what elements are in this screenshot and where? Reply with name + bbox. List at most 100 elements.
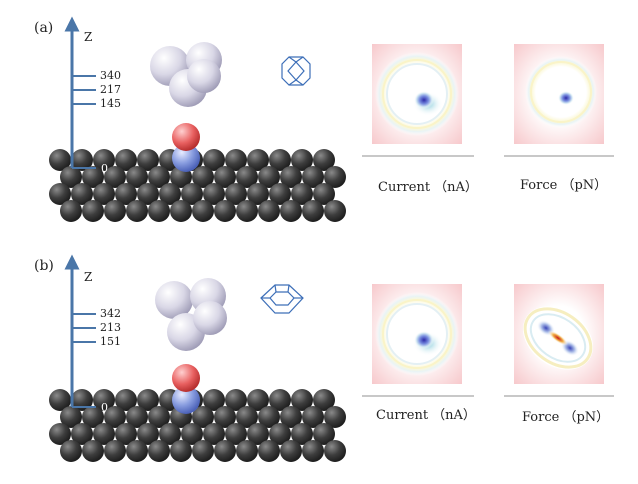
- substrate-atom: [313, 389, 335, 411]
- z-axis-label-b: Z: [84, 270, 93, 284]
- substrate-atom: [148, 200, 170, 222]
- tick-label-a-1: 340: [100, 69, 121, 82]
- force-caption-a: Force （pN）: [520, 178, 608, 193]
- substrate-atom: [236, 166, 258, 188]
- tip-molecule-a: [172, 123, 200, 172]
- substrate-atom: [159, 423, 181, 445]
- substrate-atom: [225, 423, 247, 445]
- substrate-atom: [82, 166, 104, 188]
- panel-label-b: (b): [34, 258, 54, 274]
- tick-label-b-2: 213: [100, 321, 121, 334]
- current-caption-b: Current （nA）: [376, 408, 476, 423]
- current-caption-a: Current （nA）: [378, 180, 478, 195]
- substrate-atom: [203, 149, 225, 171]
- tick-label-a-3: 145: [100, 97, 121, 110]
- molecule-b: [155, 278, 227, 351]
- tick-label-a-2: 217: [100, 83, 121, 96]
- substrate-atom: [115, 149, 137, 171]
- substrate-b: [49, 389, 346, 462]
- substrate-atom: [269, 389, 291, 411]
- substrate-atom: [148, 406, 170, 428]
- substrate-atom: [71, 149, 93, 171]
- substrate-atom: [203, 183, 225, 205]
- substrate-atom: [313, 183, 335, 205]
- substrate-atom: [192, 440, 214, 462]
- substrate-atom: [159, 183, 181, 205]
- substrate-atom: [181, 183, 203, 205]
- substrate-atom: [247, 183, 269, 205]
- substrate-atom: [236, 406, 258, 428]
- substrate-atom: [71, 183, 93, 205]
- substrate-atom: [203, 423, 225, 445]
- substrate-atom: [126, 406, 148, 428]
- substrate-atom: [93, 389, 115, 411]
- force-map-b: [504, 284, 614, 397]
- substrate-atom: [71, 389, 93, 411]
- force-map-a: [504, 44, 614, 157]
- substrate-atom: [269, 423, 291, 445]
- substrate-atom: [170, 200, 192, 222]
- substrate-atom: [104, 166, 126, 188]
- current-map-b: [362, 284, 474, 397]
- substrate-atom: [214, 406, 236, 428]
- molecule-a: [150, 42, 222, 107]
- substrate-atom: [258, 406, 280, 428]
- substrate-atom: [225, 149, 247, 171]
- substrate-atom: [214, 200, 236, 222]
- substrate-atom: [192, 200, 214, 222]
- substrate-atom: [324, 166, 346, 188]
- substrate-atom: [115, 423, 137, 445]
- structure-icon-b: [260, 284, 304, 314]
- substrate-atom: [82, 406, 104, 428]
- substrate-atom: [49, 389, 71, 411]
- substrate-atom: [291, 149, 313, 171]
- substrate-atom: [71, 423, 93, 445]
- panel-label-a: (a): [34, 20, 54, 36]
- substrate-atom: [225, 389, 247, 411]
- substrate-atom: [302, 406, 324, 428]
- substrate-atom: [137, 389, 159, 411]
- substrate-atom: [126, 440, 148, 462]
- structure-icon-a: [281, 56, 311, 86]
- substrate-atom: [104, 200, 126, 222]
- tick-label-a-0: 0: [101, 162, 108, 175]
- substrate-atom: [236, 440, 258, 462]
- substrate-atom: [280, 166, 302, 188]
- tip-molecule-b: [172, 364, 200, 414]
- current-map-a: [362, 44, 474, 157]
- tick-label-b-1: 342: [100, 307, 121, 320]
- substrate-atom: [170, 440, 192, 462]
- substrate-atom: [280, 440, 302, 462]
- substrate-atom: [137, 149, 159, 171]
- z-axis-b: [64, 254, 96, 408]
- substrate-atom: [324, 406, 346, 428]
- substrate-atom: [247, 389, 269, 411]
- substrate-atom: [104, 406, 126, 428]
- substrate-atom: [49, 423, 71, 445]
- substrate-atom: [302, 200, 324, 222]
- substrate-atom: [247, 149, 269, 171]
- substrate-atom: [302, 440, 324, 462]
- substrate-atom: [126, 166, 148, 188]
- substrate-atom: [280, 200, 302, 222]
- substrate-atom: [60, 406, 82, 428]
- substrate-atom: [60, 166, 82, 188]
- substrate-atom: [148, 166, 170, 188]
- substrate-atom: [258, 200, 280, 222]
- z-axis-a: [64, 16, 96, 169]
- substrate-atom: [49, 183, 71, 205]
- substrate-atom: [137, 183, 159, 205]
- substrate-atom: [214, 440, 236, 462]
- substrate-atom: [115, 389, 137, 411]
- substrate-atom: [280, 406, 302, 428]
- tick-label-b-3: 151: [100, 335, 121, 348]
- substrate-atom: [258, 166, 280, 188]
- force-caption-b: Force （pN）: [522, 410, 610, 425]
- substrate-atom: [126, 200, 148, 222]
- substrate-atom: [181, 423, 203, 445]
- substrate-atom: [60, 200, 82, 222]
- substrate-atom: [291, 389, 313, 411]
- substrate-atom: [148, 440, 170, 462]
- substrate-atom: [225, 183, 247, 205]
